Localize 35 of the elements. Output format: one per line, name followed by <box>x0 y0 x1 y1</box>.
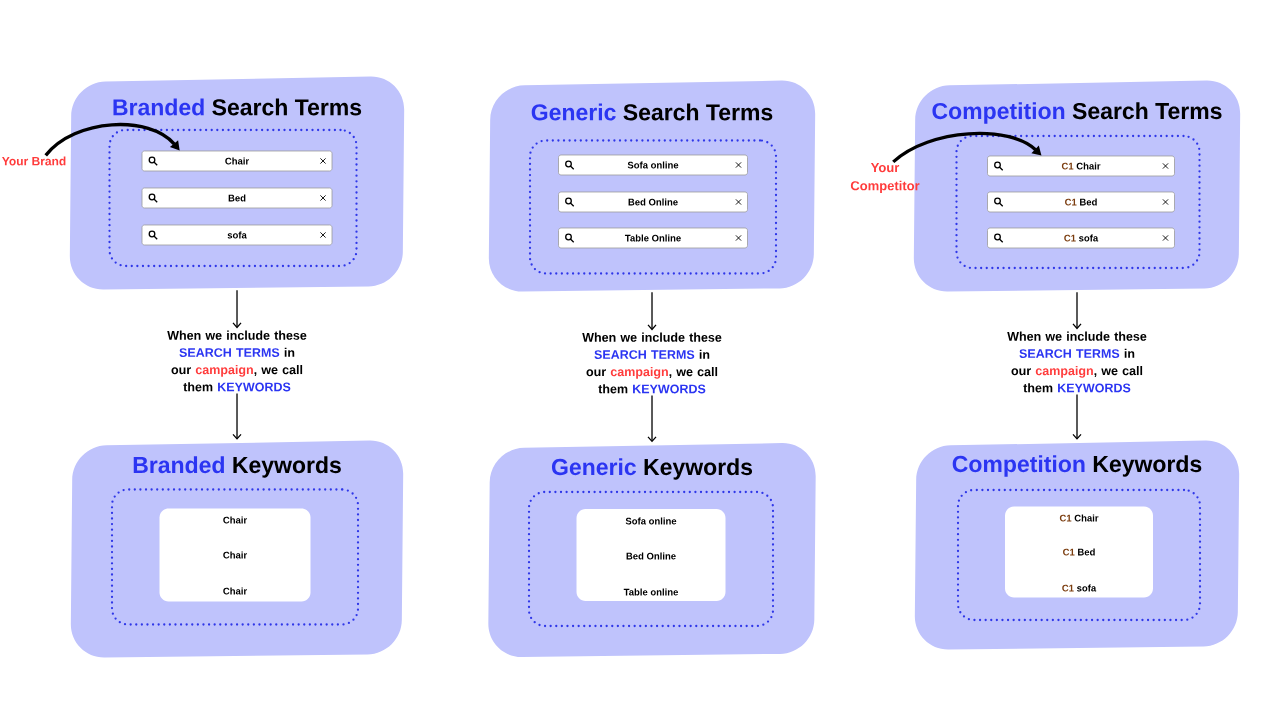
search-bar: C1 sofa <box>987 227 1175 249</box>
panel-heading: Branded Search Terms <box>113 98 362 116</box>
callout-label: Your Brand <box>2 156 66 166</box>
keyword-text: Chair <box>223 587 247 595</box>
search-bar: Bed <box>141 187 333 209</box>
panel-heading: Generic Keywords <box>551 458 753 480</box>
explanation-text: When we include these SEARCH TERMS in our campaign, we call them KEYWORDS <box>582 332 722 394</box>
panel-heading: Competition Keywords <box>952 455 1202 477</box>
dotted-frame <box>528 139 778 275</box>
keyword-text: C1 Bed <box>1063 548 1095 556</box>
search-bar: C1 Chair <box>987 155 1175 177</box>
keyword-text: Bed Online <box>626 552 676 560</box>
panel-heading: Branded Keywords <box>133 456 341 478</box>
search-bar: C1 Bed <box>987 191 1175 213</box>
dotted-frame <box>956 488 1202 622</box>
panel-heading: Generic Search Terms <box>531 103 773 121</box>
keyword-text: Sofa online <box>625 517 677 525</box>
dotted-frame <box>110 488 360 626</box>
panel-heading: Competition Search Terms <box>932 102 1222 124</box>
search-bar: Chair <box>141 150 333 172</box>
keyword-text: C1 Chair <box>1059 514 1099 522</box>
explanation-text: When we include these SEARCH TERMS in our campaign, we call them KEYWORDS <box>167 330 307 392</box>
search-bar: Bed Online <box>558 191 748 213</box>
dotted-frame <box>527 490 775 628</box>
search-bar: Table Online <box>558 227 748 249</box>
keyword-text: C1 sofa <box>1062 584 1097 592</box>
keyword-text: Chair <box>223 551 247 559</box>
explanation-text: When we include these SEARCH TERMS in our campaign, we call them KEYWORDS <box>1007 331 1147 393</box>
callout-label: Your Competitor <box>850 163 920 193</box>
keyword-text: Chair <box>223 516 247 524</box>
search-bar: Sofa online <box>558 154 748 176</box>
search-bar: sofa <box>141 224 333 246</box>
dotted-frame <box>108 128 358 268</box>
dotted-frame <box>955 134 1201 270</box>
keyword-text: Table online <box>623 588 679 596</box>
